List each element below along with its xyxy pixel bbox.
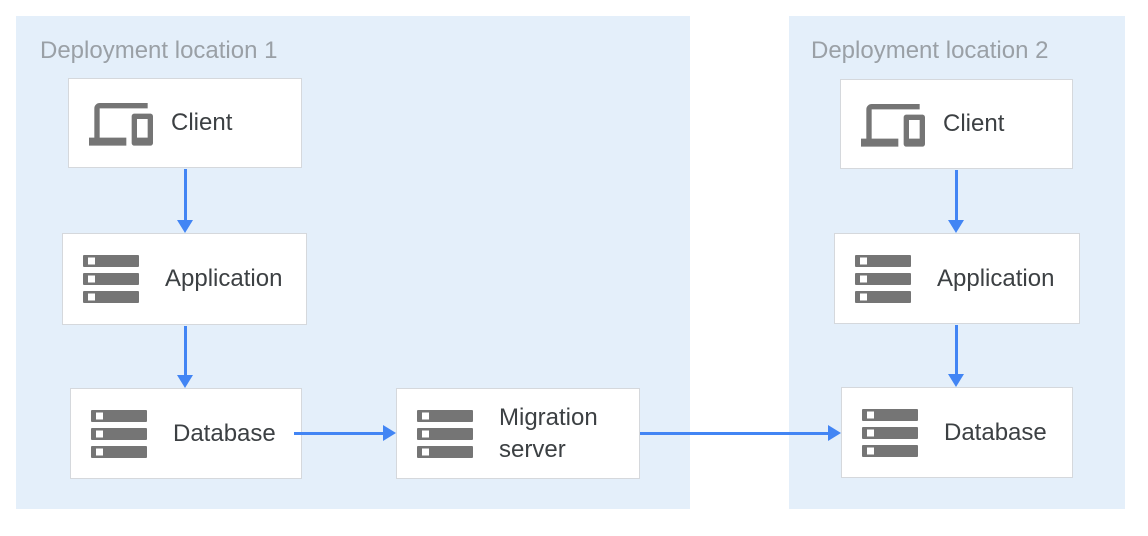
devices-icon (89, 103, 153, 146)
arrow-application2-to-database2 (948, 325, 964, 387)
node-label: Migration server (499, 404, 598, 463)
node-label: Database (173, 419, 276, 447)
arrow-line (183, 169, 187, 221)
arrow-migration-server-to-database2 (640, 425, 841, 441)
arrow-line (954, 170, 958, 221)
node-application-1: Application (62, 233, 307, 325)
arrow-client2-to-application2 (948, 170, 964, 233)
server-stack-icon (417, 409, 473, 458)
node-client-2: Client (840, 79, 1073, 169)
arrow-line (640, 431, 829, 435)
node-database-1: Database (70, 388, 302, 479)
node-database-2: Database (841, 387, 1073, 478)
node-label: Database (944, 418, 1047, 446)
arrowhead-right-icon (828, 425, 841, 441)
node-client-1: Client (68, 78, 302, 168)
arrowhead-down-icon (948, 374, 964, 387)
arrowhead-down-icon (177, 375, 193, 388)
arrowhead-down-icon (177, 220, 193, 233)
panel-label-deployment-location-2: Deployment location 2 (811, 37, 1049, 64)
arrowhead-down-icon (948, 220, 964, 233)
arrow-database1-to-migration-server (294, 425, 396, 441)
node-application-2: Application (834, 233, 1080, 324)
server-stack-icon (862, 408, 918, 457)
server-stack-icon (91, 409, 147, 458)
node-label: Client (943, 110, 1005, 138)
node-label: Client (171, 109, 233, 137)
server-stack-icon (855, 254, 911, 303)
arrow-line (294, 431, 384, 435)
server-stack-icon (83, 255, 139, 303)
node-label: Application (165, 265, 283, 293)
arrowhead-right-icon (383, 425, 396, 441)
node-label: Application (937, 264, 1055, 292)
devices-icon (861, 104, 925, 147)
arrow-client1-to-application1 (177, 169, 193, 233)
arrow-line (954, 325, 958, 375)
arrow-line (183, 326, 187, 376)
node-migration-server: Migration server (396, 388, 640, 479)
panel-label-deployment-location-1: Deployment location 1 (40, 37, 278, 64)
arrow-application1-to-database1 (177, 326, 193, 388)
